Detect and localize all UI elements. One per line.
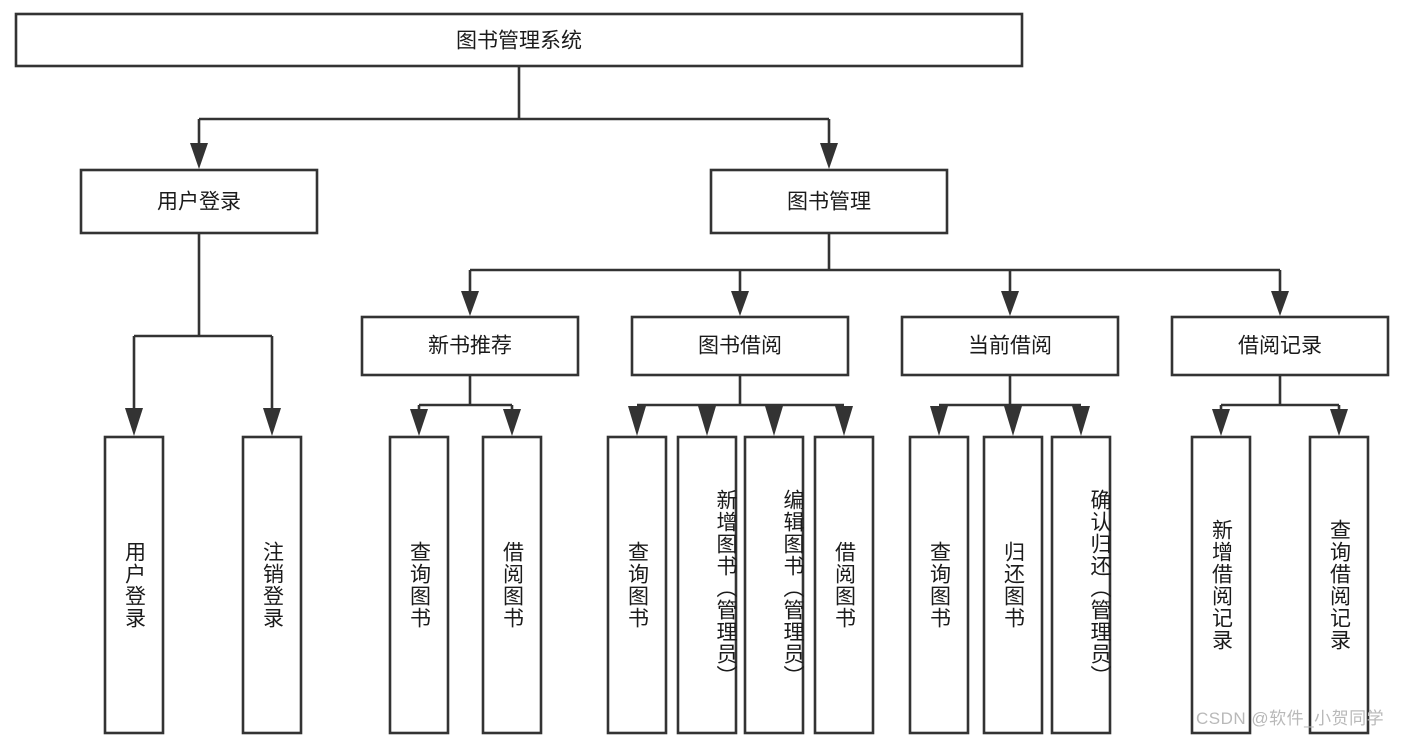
arrow-head-new-book	[461, 291, 479, 316]
watermark-credit: CSDN @软件_小贺同学	[1196, 709, 1385, 728]
arrow-head-leaf-add-book	[698, 406, 716, 436]
arrow-head-book-borrow	[731, 291, 749, 316]
node-box-leaf-edit-book-admin[interactable]	[743, 435, 805, 735]
arrow-head-leaf-query-book-rec	[410, 409, 428, 436]
node-box-leaf-user-login[interactable]	[103, 435, 165, 735]
arrow-head-leaf-borrow-book-rec	[503, 409, 521, 436]
node-box-new-book-recommend[interactable]	[360, 315, 580, 377]
node-label-book-borrow: 图书借阅	[698, 335, 782, 358]
connector-lines	[125, 66, 1348, 436]
node-box-leaf-borrow-book-rec[interactable]	[481, 435, 543, 735]
node-box-user-login[interactable]	[79, 168, 319, 235]
node-box-leaf-query-book-current[interactable]	[908, 435, 970, 735]
node-box-leaf-confirm-return-admin[interactable]	[1050, 435, 1112, 735]
arrow-head-book-manage	[820, 143, 838, 169]
node-box-leaf-return-book[interactable]	[982, 435, 1044, 735]
arrow-head-user-login	[190, 143, 208, 169]
node-box-current-borrow[interactable]	[900, 315, 1120, 377]
node-label-user-login: 用户登录	[157, 191, 241, 214]
arrow-head-leaf-query-book-current	[930, 406, 948, 436]
arrow-head-leaf-query-book-borrow	[628, 406, 646, 436]
node-label-new-book-recommend: 新书推荐	[428, 335, 512, 358]
arrow-head-leaf-query-record	[1330, 409, 1348, 436]
node-box-leaf-add-borrow-record[interactable]	[1190, 435, 1252, 735]
arrow-head-current-borrow	[1001, 291, 1019, 316]
node-label-current-borrow: 当前借阅	[968, 335, 1052, 358]
node-label-root: 图书管理系统	[456, 30, 582, 53]
arrow-head-leaf-borrow-book	[835, 406, 853, 436]
node-box-leaf-borrow-book[interactable]	[813, 435, 875, 735]
arrow-head-borrow-record	[1271, 291, 1289, 316]
node-box-leaf-logout-login[interactable]	[241, 435, 303, 735]
arrow-head-leaf-user-login	[125, 408, 143, 436]
node-box-borrow-record[interactable]	[1170, 315, 1390, 377]
node-box-leaf-add-book-admin[interactable]	[676, 435, 738, 735]
node-box-leaf-query-book-rec[interactable]	[388, 435, 450, 735]
node-box-book-manage[interactable]	[709, 168, 949, 235]
node-label-borrow-record: 借阅记录	[1238, 335, 1322, 358]
arrow-head-leaf-add-record	[1212, 409, 1230, 436]
node-box-book-borrow[interactable]	[630, 315, 850, 377]
arrow-head-leaf-edit-book	[765, 406, 783, 436]
node-box-root[interactable]	[14, 12, 1024, 68]
node-boxes: 图书管理系统 用户登录 图书管理 新书推荐 图书借阅 当前借阅 借阅记录	[14, 12, 1390, 735]
node-box-leaf-query-borrow-record[interactable]	[1308, 435, 1370, 735]
arrow-head-leaf-return-book	[1004, 406, 1022, 436]
arrow-head-leaf-logout	[263, 408, 281, 436]
arrow-head-leaf-confirm-return	[1072, 406, 1090, 436]
node-box-leaf-query-book-borrow[interactable]	[606, 435, 668, 735]
node-label-book-manage: 图书管理	[787, 191, 871, 214]
